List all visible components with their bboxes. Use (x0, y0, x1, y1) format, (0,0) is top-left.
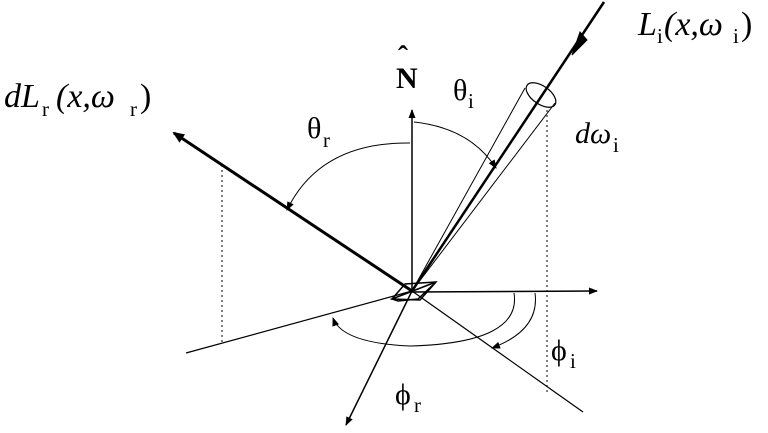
theta-r-arc (286, 142, 411, 211)
reflected-radiance-close: ) (140, 78, 151, 115)
incident-radiance-args-sub: i (733, 24, 739, 48)
normal-label: ˆ N (396, 40, 418, 95)
theta-i-main: θ (453, 74, 467, 107)
phi-r-sub: r (414, 393, 421, 417)
incident-radiance-close: ) (741, 6, 752, 43)
normal-symbol: N (396, 62, 418, 95)
phi-i-sub: i (570, 349, 576, 373)
reflected-radiance-label: dL r (x,ω r ) (4, 78, 151, 121)
solid-angle-label: dω i (575, 117, 619, 157)
reflected-radiance-sub: r (42, 97, 49, 121)
incident-radiance-main: L (637, 6, 657, 43)
incident-radiance-sub: i (657, 24, 663, 48)
reflected-radiance-args: (x,ω (56, 78, 115, 115)
theta-r-main: θ (307, 112, 321, 145)
phi-i-main: ϕ (551, 334, 567, 367)
reflected-radiance-args-sub: r (130, 97, 137, 121)
phi-r-arc (332, 292, 516, 347)
surface-patch-outline (390, 281, 438, 301)
incident-radiance-args: (x,ω (664, 6, 723, 43)
incident-ray-arrowhead (571, 31, 588, 56)
theta-i-sub: i (468, 89, 474, 113)
depth-axis (345, 290, 413, 426)
theta-r-sub: r (323, 128, 330, 152)
solid-angle-main: dω (575, 117, 611, 150)
reflected-ray (172, 131, 413, 293)
ground-line-left (185, 290, 413, 354)
cone-edge-right (411, 102, 556, 292)
solid-angle-ellipse (525, 82, 557, 108)
phi-r-label: ϕ r (395, 378, 421, 417)
incident-ray (410, 1, 606, 292)
theta-r-label: θ r (307, 112, 330, 152)
phi-r-main: ϕ (395, 378, 411, 411)
theta-i-label: θ i (453, 74, 474, 113)
solid-angle-sub: i (613, 133, 619, 157)
normal-hat: ˆ (398, 40, 408, 73)
horizontal-axis (411, 287, 598, 295)
phi-i-label: ϕ i (551, 334, 576, 373)
reflected-radiance-main: dL (4, 78, 40, 115)
theta-i-arc (413, 121, 497, 169)
phi-i-arc (491, 292, 536, 349)
surface-patch (389, 281, 437, 302)
incident-radiance-label: L i (x,ω i ) (637, 6, 752, 48)
cone-edge-left (411, 87, 526, 292)
ground-line-right (411, 290, 584, 413)
